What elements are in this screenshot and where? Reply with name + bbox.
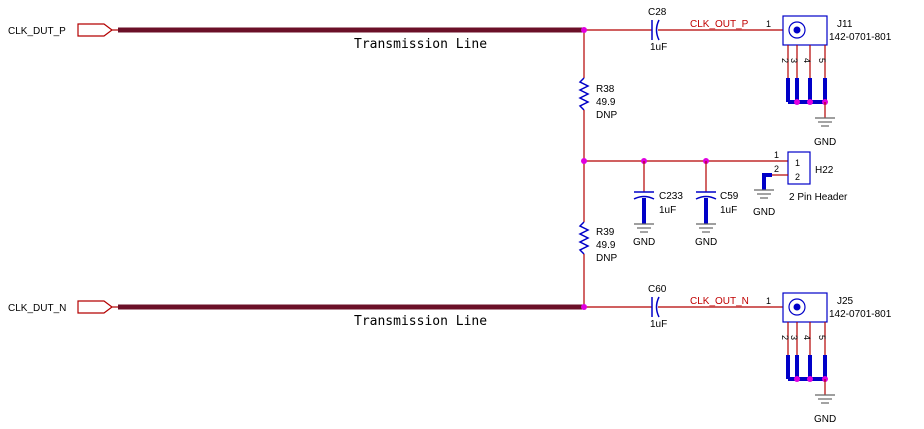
j25-part: 142-0701-801 — [829, 309, 892, 320]
gnd-label: GND — [633, 237, 655, 248]
j11-pin3-label: 3 — [789, 58, 799, 63]
h22-part: 2 Pin Header — [789, 192, 848, 203]
junction-dot — [581, 27, 587, 33]
c233-value: 1uF — [659, 205, 676, 216]
h22-pin1-inner: 1 — [795, 158, 800, 168]
port-label-clk-dut-n: CLK_DUT_N — [8, 303, 66, 314]
ground-symbol-c233 — [634, 223, 654, 233]
j11-pin2-label: 2 — [780, 58, 790, 63]
header-h22[interactable] — [787, 151, 811, 185]
ground-symbol-h22 — [754, 189, 774, 199]
net-label-clk-out-n: CLK_OUT_N — [690, 296, 749, 307]
c60-ref: C60 — [648, 284, 667, 295]
gnd-label: GND — [814, 414, 836, 425]
j11-ref: J11 — [837, 19, 853, 30]
r38-value: 49.9 — [596, 97, 616, 108]
j25-pin2-label: 2 — [780, 335, 790, 340]
j11-pin1-label: 1 — [766, 19, 771, 29]
connector-j11[interactable] — [782, 15, 828, 104]
r39-ref: R39 — [596, 227, 615, 238]
gnd-label: GND — [695, 237, 717, 248]
capacitor-c59[interactable] — [695, 191, 717, 200]
j25-pin4-label: 4 — [802, 335, 812, 340]
j25-pin5-label: 5 — [817, 335, 827, 340]
junction-dot — [581, 158, 587, 164]
capacitor-c60[interactable] — [651, 296, 660, 318]
junction-dot — [807, 99, 813, 105]
capacitor-c233[interactable] — [633, 191, 655, 200]
c28-value: 1uF — [650, 42, 667, 53]
junction-dot — [794, 376, 800, 382]
ground-symbol-c59 — [696, 223, 716, 233]
capacitor-c28[interactable] — [651, 19, 660, 41]
j25-pin3-label: 3 — [789, 335, 799, 340]
ground-symbol-j25 — [815, 379, 835, 404]
r39-note: DNP — [596, 253, 617, 264]
gnd-label: GND — [814, 137, 836, 148]
transmission-line-bottom-label: Transmission Line — [354, 314, 487, 329]
resistor-r39[interactable] — [578, 221, 590, 255]
net-label-clk-out-p: CLK_OUT_P — [690, 19, 749, 30]
gnd-label: GND — [753, 207, 775, 218]
port-clk-dut-p[interactable] — [77, 23, 113, 37]
junction-dot — [581, 304, 587, 310]
transmission-line-top-label: Transmission Line — [354, 37, 487, 52]
h22-pin2-outer: 2 — [774, 164, 779, 174]
j11-pin4-label: 4 — [802, 58, 812, 63]
j25-ref: J25 — [837, 296, 854, 307]
r39-value: 49.9 — [596, 240, 616, 251]
j11-pin5-label: 5 — [817, 58, 827, 63]
c59-ref: C59 — [720, 191, 739, 202]
h22-ref: H22 — [815, 165, 834, 176]
ground-symbol-j11 — [815, 102, 835, 127]
port-clk-dut-n[interactable] — [77, 300, 113, 314]
resistor-r38[interactable] — [578, 77, 590, 111]
r38-ref: R38 — [596, 84, 615, 95]
wire — [762, 173, 772, 190]
h22-pin2-inner: 2 — [795, 172, 800, 182]
c59-value: 1uF — [720, 205, 737, 216]
c233-ref: C233 — [659, 191, 683, 202]
j25-pin1-label: 1 — [766, 296, 771, 306]
junction-dot — [794, 99, 800, 105]
h22-pin1-outer: 1 — [774, 150, 779, 160]
junction-dot — [807, 376, 813, 382]
j11-part: 142-0701-801 — [829, 32, 892, 43]
r38-note: DNP — [596, 110, 617, 121]
c60-value: 1uF — [650, 319, 667, 330]
port-label-clk-dut-p: CLK_DUT_P — [8, 26, 66, 37]
connector-j25[interactable] — [782, 292, 828, 381]
c28-ref: C28 — [648, 7, 667, 18]
